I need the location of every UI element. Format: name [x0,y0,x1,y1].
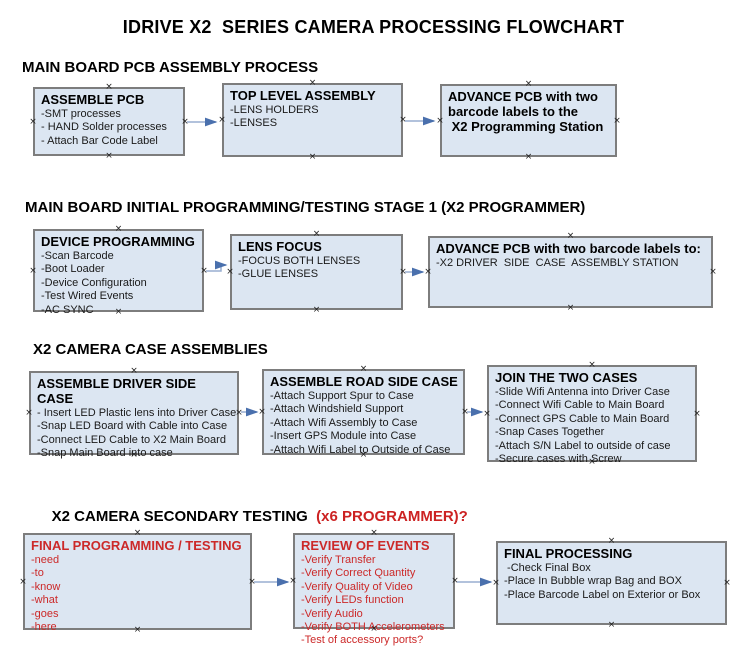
box-title: DEVICE PROGRAMMING [41,234,195,249]
box-item: -Attach Wifi Label to Outside of Case [270,443,451,456]
box-item: -Slide Wifi Antenna into Driver Case [495,386,670,398]
flow-box-review-of-events: REVIEW OF EVENTS -Verify Transfer-Verify… [289,529,459,647]
connector-anchor-icon: × [524,152,533,162]
box-item: -X2 DRIVER SIDE CASE ASSEMBLY STATION [436,257,679,269]
flow-box-top-level-assembly: TOP LEVEL ASSEMBLY -LENS HOLDERS-LENSES … [218,79,407,162]
box-item-list: -Slide Wifi Antenna into Driver Case-Con… [489,385,695,466]
box-item: -Verify Quality of Video [301,580,413,593]
box-item: -to [31,567,44,580]
box-item: -Attach Wifi Assembly to Case [270,416,418,429]
box-item-list: -Scan Barcode-Boot Loader-Device Configu… [35,249,202,317]
section-heading-case-assemblies: X2 CAMERA CASE ASSEMBLIES [33,341,268,358]
box-item: -Connect LED Cable to X2 Main Board [37,433,226,446]
box-item: -Verify Correct Quantity [301,567,416,580]
box-item-list: -Attach Support Spur to Case-Attach Wind… [264,389,463,457]
box-title: FINAL PROGRAMMING / TESTING [31,538,242,553]
box-title: ADVANCE PCB with two barcode labels to: [436,241,701,256]
box-item: - Insert LED Plastic lens into Driver Ca… [37,407,237,419]
flow-box-assemble-pcb: ASSEMBLE PCB -SMT processes- HAND Solder… [29,83,189,161]
flow-box-advance-pcb-driver-side-station: ADVANCE PCB with two barcode labels to: … [424,232,717,313]
section-heading-secondary-testing-red: (x6 PROGRAMMER)? [311,508,468,525]
box-item: -Secure cases with Screw [495,453,622,466]
box-item: -need [31,554,60,566]
box-item: -here [31,621,57,634]
flow-arrow [206,260,228,272]
box-item: -Test Wired Events [41,290,134,303]
flow-box-join-the-two-cases: JOIN THE TWO CASES -Slide Wifi Antenna i… [483,361,701,467]
box-item: -Device Configuration [41,276,147,289]
box-item: - HAND Solder processes [41,121,167,134]
box-item: -Snap Main Board into case [37,447,173,460]
box-item: -Check Final Box [504,562,591,574]
box-title: ASSEMBLE PCB [41,92,145,107]
box-item: -Attach Support Spur to Case [270,390,414,402]
box-item: -LENSES [230,117,278,130]
box-item-list: -FOCUS BOTH LENSES-GLUE LENSES [232,254,401,282]
box-item: -Attach Windshield Support [270,403,404,416]
box-item-list: -X2 DRIVER SIDE CASE ASSEMBLY STATION [430,256,711,270]
section-heading-initial-programming: MAIN BOARD INITIAL PROGRAMMING/TESTING S… [25,199,586,216]
section-heading-secondary-testing: X2 CAMERA SECONDARY TESTING (x6 PROGRAMM… [35,491,468,542]
box-item: -Place In Bubble wrap Bag and BOX [504,575,682,588]
connector-anchor-icon: × [566,303,575,313]
box-item: - Attach Bar Code Label [41,134,158,147]
flow-box-final-processing: FINAL PROCESSING -Check Final Box-Place … [492,537,731,630]
box-item-list: -Verify Transfer-Verify Correct Quantity… [295,553,453,648]
connector-anchor-icon: × [308,152,317,162]
box-item: -Verify BOTH Accelerometers [301,621,445,634]
box-item: -Boot Loader [41,263,105,276]
box-title: JOIN THE TWO CASES [495,370,638,385]
flow-box-device-programming: DEVICE PROGRAMMING -Scan Barcode-Boot Lo… [29,225,208,317]
box-item: -SMT processes [41,108,121,120]
box-item: -Verify Transfer [301,554,376,566]
flow-box-lens-focus: LENS FOCUS -FOCUS BOTH LENSES-GLUE LENSE… [226,230,407,315]
connector-anchor-icon: × [105,151,113,161]
box-item-list: -SMT processes- HAND Solder processes- A… [35,107,183,148]
connector-anchor-icon: × [607,620,616,630]
box-item-list [442,134,615,135]
flow-box-assemble-road-side-case: ASSEMBLE ROAD SIDE CASE -Attach Support … [258,365,469,460]
box-item: -Scan Barcode [41,250,114,262]
box-item: -Attach S/N Label to outside of case [495,439,671,452]
box-item-list: -Check Final Box-Place In Bubble wrap Ba… [498,561,725,602]
box-item-list: -need-to-know-what-goes-here [25,553,250,634]
section-heading-pcb-assembly: MAIN BOARD PCB ASSEMBLY PROCESS [22,59,319,76]
box-item: -Connect Wifi Cable to Main Board [495,399,665,412]
box-item: -GLUE LENSES [238,268,319,281]
section-heading-secondary-testing-black: X2 CAMERA SECONDARY TESTING [51,508,312,525]
connector-anchor-icon: × [312,305,321,315]
box-title: ADVANCE PCB with two barcode labels to t… [448,89,604,134]
box-title: TOP LEVEL ASSEMBLY [230,88,376,103]
box-title: ASSEMBLE ROAD SIDE CASE [270,374,458,389]
flow-box-advance-pcb-programming-station: ADVANCE PCB with two barcode labels to t… [436,80,621,162]
box-item: -Connect GPS Cable to Main Board [495,412,670,425]
box-item-list: -LENS HOLDERS-LENSES [224,103,401,131]
box-item: -Test of accessory ports? [301,634,424,647]
box-item: -Verify Audio [301,607,363,620]
box-item: -AC SYNC [41,303,94,316]
box-title: REVIEW OF EVENTS [301,538,430,553]
box-item: -Verify LEDs function [301,594,404,607]
box-item: -know [31,580,61,593]
box-item: -Snap LED Board with Cable into Case [37,420,228,433]
box-item: -Place Barcode Label on Exterior or Box [504,588,701,601]
flow-box-final-programming-testing: FINAL PROGRAMMING / TESTING -need-to-kno… [19,529,256,635]
page-title: IDRIVE X2 SERIES CAMERA PROCESSING FLOWC… [122,17,625,37]
box-item-list: - Insert LED Plastic lens into Driver Ca… [31,406,237,461]
box-item: -what [31,594,58,607]
flow-box-assemble-driver-side-case: ASSEMBLE DRIVER SIDE CASE - Insert LED P… [25,367,243,460]
box-item: -goes [31,607,59,620]
box-title: FINAL PROCESSING [504,546,633,561]
box-item: -Snap Cases Together [495,426,605,439]
box-item: -FOCUS BOTH LENSES [238,255,361,267]
box-title: LENS FOCUS [238,239,322,254]
box-item: -LENS HOLDERS [230,104,319,116]
box-item: -Insert GPS Module into Case [270,430,417,443]
box-title: ASSEMBLE DRIVER SIDE CASE [37,376,200,406]
